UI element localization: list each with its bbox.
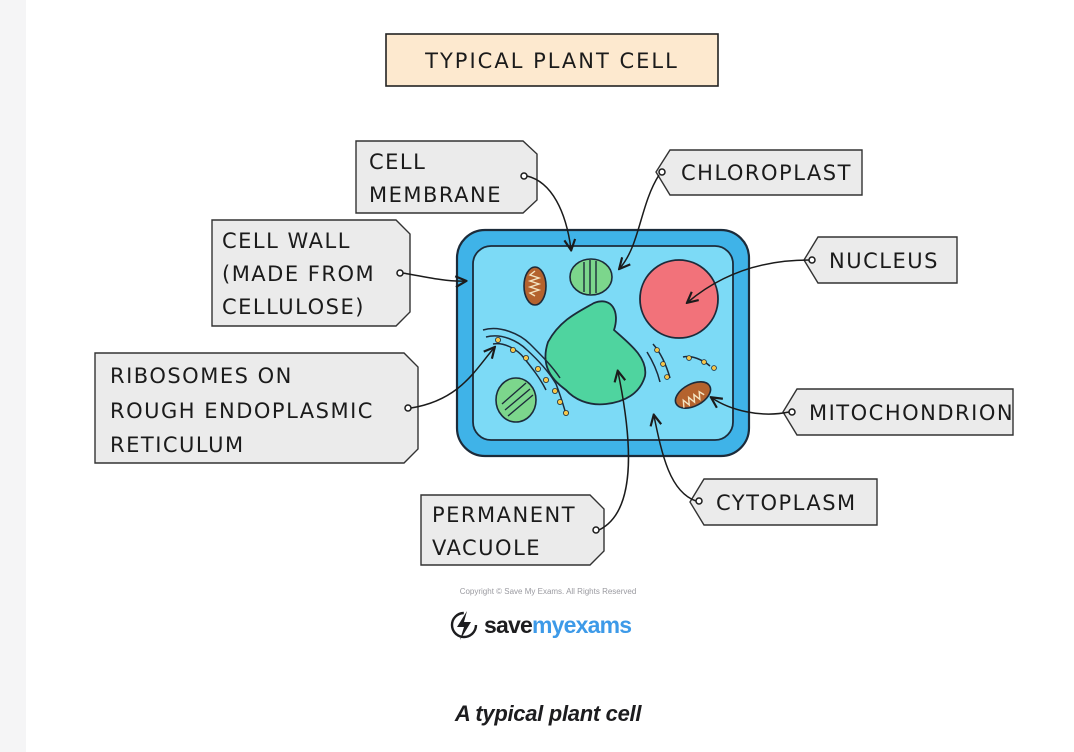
ribosomes-line-1: RIBOSOMES ON [110, 364, 293, 388]
brand-logo: savemyexams [452, 609, 632, 641]
label-ribosomes: RIBOSOMES ON ROUGH ENDOPLASMIC RETICULUM [94, 352, 419, 464]
mitochondrion-shape [523, 266, 547, 306]
cell-wall-line-2: (MADE FROM [222, 262, 375, 286]
cell-membrane-line-1: CELL [369, 150, 426, 174]
ribosomes-line-2: ROUGH ENDOPLASMIC [110, 399, 374, 423]
brand-word-save: save [484, 611, 533, 638]
cytoplasm-label: CYTOPLASM [716, 491, 857, 515]
brand-word-my: my [531, 611, 564, 638]
rough-er-shape [482, 327, 711, 415]
chloroplast-label: CHLOROPLAST [681, 161, 852, 185]
vacuole-line-2: VACUOLE [432, 536, 541, 560]
label-cell-membrane: CELL MEMBRANE [355, 140, 538, 214]
cell-membrane-line-2: MEMBRANE [369, 183, 502, 207]
nucleus-label: NUCLEUS [829, 249, 939, 273]
vacuole-line-1: PERMANENT [432, 503, 576, 527]
label-nucleus: NUCLEUS [803, 236, 958, 284]
label-vacuole: PERMANENT VACUOLE [420, 494, 605, 566]
label-cell-wall: CELL WALL (MADE FROM CELLULOSE) [211, 219, 411, 327]
copyright-notice: Copyright © Save My Exams. All Rights Re… [459, 587, 637, 596]
ribosomes-line-3: RETICULUM [110, 433, 245, 457]
label-mitochondrion: MITOCHONDRION [782, 388, 1014, 436]
label-chloroplast: CHLOROPLAST [655, 149, 863, 196]
title-box: TYPICAL PLANT CELL [385, 33, 719, 87]
nucleus-shape [639, 259, 719, 339]
diagram-title: TYPICAL PLANT CELL [424, 49, 679, 73]
mitochondrion-shape-2 [674, 381, 712, 409]
chloroplast-shape [569, 258, 613, 296]
brand-wordmark: savemyexams [484, 611, 632, 639]
figure-caption: A typical plant cell [454, 701, 642, 726]
brand-word-exams: exams [563, 611, 632, 638]
cell-wall-line-1: CELL WALL [222, 229, 351, 253]
lightning-bolt-logo-icon [450, 611, 478, 640]
label-cytoplasm: CYTOPLASM [689, 478, 878, 526]
leader-arrows [396, 168, 816, 534]
plant-cell [455, 228, 751, 458]
mitochondrion-label: MITOCHONDRION [809, 401, 1014, 425]
chloroplast-shape-2 [495, 377, 537, 423]
cell-wall-line-3: CELLULOSE) [222, 295, 365, 319]
ribosomes [494, 336, 717, 416]
